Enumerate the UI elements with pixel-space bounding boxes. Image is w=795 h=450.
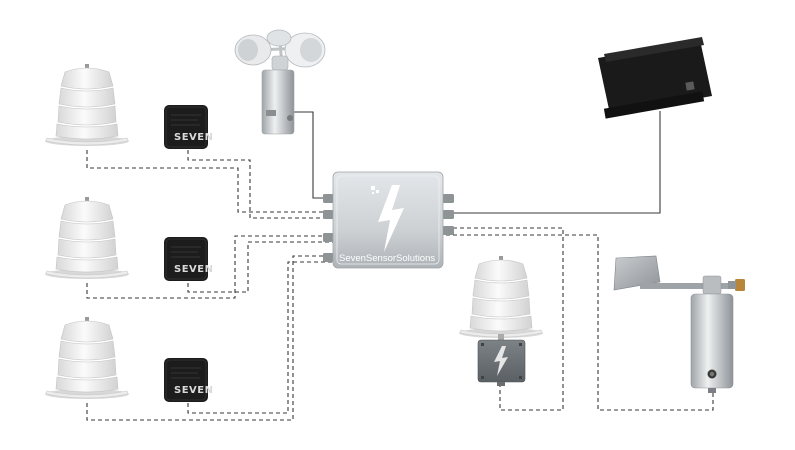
transmitter-logo-text: SEVEN bbox=[174, 264, 213, 275]
hub-ports-right bbox=[442, 194, 454, 235]
cup-anemometer bbox=[234, 29, 326, 135]
cable-weather-sensor bbox=[446, 227, 564, 411]
hub-brand-label: SevenSensorSolutions bbox=[339, 253, 435, 264]
data-logger bbox=[598, 37, 712, 119]
transmitter-logo-text: SEVEN bbox=[174, 385, 213, 396]
brand-bolt-icon bbox=[371, 185, 404, 252]
radiation-shield-sensor-1 bbox=[44, 63, 130, 147]
transmitter-3: SEVEN bbox=[163, 357, 213, 403]
cable-shield-3 bbox=[86, 255, 333, 421]
weather-sensor-with-junction-box bbox=[458, 255, 544, 386]
cable-anemometer bbox=[294, 111, 333, 199]
transmitter-logo-text: SEVEN bbox=[174, 132, 213, 143]
sensor-hub: SevenSensorSolutions bbox=[323, 171, 454, 269]
cable-transmitter-1 bbox=[187, 150, 333, 219]
transmitter-1: SEVEN bbox=[163, 104, 213, 150]
transmitter-2: SEVEN bbox=[163, 236, 213, 282]
cable-shield-2 bbox=[86, 235, 333, 299]
cable-transmitter-3 bbox=[187, 261, 333, 414]
cable-data-logger bbox=[446, 111, 661, 214]
cable-transmitter-2 bbox=[187, 241, 333, 293]
wind-vane bbox=[613, 255, 745, 393]
radiation-shield-sensor-3 bbox=[44, 316, 130, 400]
radiation-shield-sensor-2 bbox=[44, 196, 130, 280]
cables bbox=[86, 111, 714, 421]
cable-wind-vane bbox=[446, 234, 714, 411]
hub-ports-left bbox=[323, 194, 335, 262]
cable-shield-1 bbox=[86, 150, 333, 213]
